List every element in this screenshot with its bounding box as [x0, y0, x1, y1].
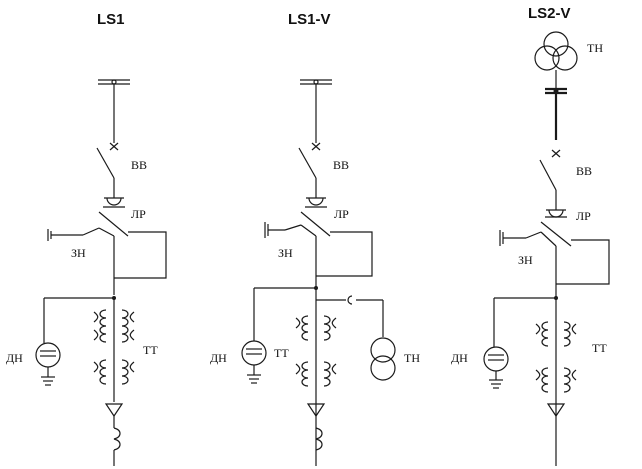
voltage-divider-symbol [35, 298, 61, 386]
current-transformer-symbol [93, 298, 135, 402]
breaker-label: ВВ [333, 158, 349, 172]
diagram-ls2-v: LS2-V ТН ВВ ЛР [451, 5, 610, 466]
cable-termination-symbol [306, 403, 326, 451]
breaker-label: ВВ [576, 164, 592, 178]
earth-switch-symbol [47, 227, 115, 241]
voltage-transformer-symbol [534, 31, 578, 71]
diagram-title: LS1-V [288, 11, 331, 28]
current-transformer-label: ТТ [143, 343, 158, 357]
voltage-transformer-symbol [370, 337, 396, 381]
current-transformer-symbol [295, 315, 337, 387]
busbar [98, 79, 130, 85]
disconnector-symbol [300, 206, 331, 466]
earth-switch-symbol [499, 230, 557, 247]
earth-switch-symbol [264, 222, 317, 238]
current-transformer-label: ТТ [592, 341, 607, 355]
diagram-title: LS2-V [528, 5, 571, 22]
disconnector-symbol [98, 206, 129, 295]
busbar [545, 87, 567, 95]
earth-switch-label: ЗН [518, 253, 533, 267]
busbar [300, 79, 332, 85]
earth-switch-label: ЗН [71, 246, 86, 260]
interlock-link [316, 231, 373, 277]
current-transformer-label: ТТ [274, 346, 289, 360]
circuit-breaker-symbol [298, 142, 326, 206]
current-transformer-symbol [535, 321, 577, 393]
voltage-divider-label: ДН [210, 351, 227, 365]
circuit-breaker-symbol [539, 149, 566, 218]
voltage-transformer-label: ТН [587, 41, 603, 55]
diagram-ls1: LS1 ВВ ЛР ЗН [6, 11, 167, 466]
voltage-divider-label: ДН [6, 351, 23, 365]
breaker-label: ВВ [131, 158, 147, 172]
diagram-title: LS1 [97, 11, 125, 28]
disconnector-label: ЛР [131, 207, 146, 221]
voltage-divider-symbol [241, 288, 267, 384]
disconnector-symbol [540, 216, 572, 466]
circuit-breaker-symbol [96, 142, 124, 206]
voltage-divider-symbol [483, 298, 509, 389]
interlock-link [556, 239, 610, 285]
interlock-link [114, 231, 167, 279]
diagram-ls1-v: LS1-V ВВ ЛР ЗН [210, 11, 420, 466]
cable-termination-symbol [104, 403, 124, 466]
disconnector-label: ЛР [334, 207, 349, 221]
vt-tap-line [316, 295, 384, 337]
disconnector-label: ЛР [576, 209, 591, 223]
earth-switch-label: ЗН [278, 246, 293, 260]
voltage-transformer-label: ТН [404, 351, 420, 365]
voltage-divider-label: ДН [451, 351, 468, 365]
cable-termination-symbol [546, 403, 566, 418]
